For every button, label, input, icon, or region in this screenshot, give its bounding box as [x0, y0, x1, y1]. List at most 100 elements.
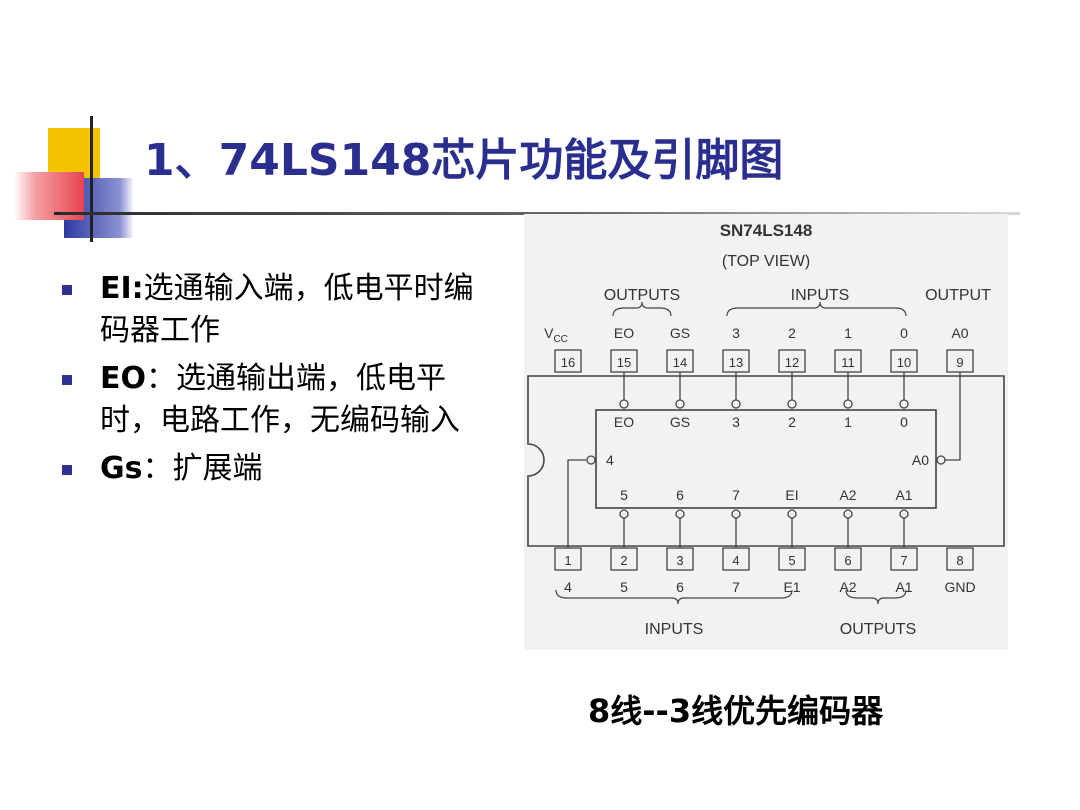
inversion-bubble	[619, 509, 629, 519]
top-pin-number: 16	[561, 355, 575, 370]
bullet-marker	[62, 375, 72, 385]
bottom-pin-number: 4	[732, 553, 739, 568]
bottom-outputs-label: OUTPUTS	[840, 621, 916, 638]
inversion-bubble	[787, 399, 797, 409]
internal-bottom-label: EI	[785, 487, 798, 503]
bottom-pin-number: 6	[844, 553, 851, 568]
inversion-bubble	[675, 399, 685, 409]
vcc-main: V	[544, 325, 554, 341]
bottom-pin-box	[946, 547, 974, 571]
pinout-svg: SN74LS148 (TOP VIEW) OUTPUTS INPUTS OUTP…	[527, 221, 1005, 638]
inversion-bubble	[899, 509, 909, 519]
bottom-pin-label: GND	[944, 579, 975, 595]
internal-bottom-label: 5	[620, 487, 628, 503]
top-outputs-brace	[612, 301, 672, 317]
top-pin-number: 15	[617, 355, 631, 370]
inversion-bubble	[843, 509, 853, 519]
top-pin-number: 14	[673, 355, 687, 370]
inversion-bubble	[619, 399, 629, 409]
internal-bottom-label: A2	[839, 487, 856, 503]
internal-block	[595, 409, 937, 509]
top-pin-label: 1	[844, 325, 852, 341]
bottom-inputs-brace	[555, 589, 793, 605]
bullet-key: EO	[100, 361, 146, 396]
internal-top-label: 0	[900, 414, 908, 430]
top-inputs-brace	[726, 301, 907, 317]
bottom-pin-number: 1	[564, 553, 571, 568]
inversion-bubble	[731, 399, 741, 409]
internal-bottom-label: 6	[676, 487, 684, 503]
internal-top-label: 3	[732, 414, 740, 430]
title-underline	[60, 212, 1020, 215]
internal-left-label: 4	[606, 452, 614, 468]
internal-right-label: A0	[912, 452, 929, 468]
bullet-item-eo: EO：选通输出端，低电平时，电路工作，无编码输入	[62, 358, 502, 442]
inversion-bubble	[936, 455, 946, 465]
bullet-desc: 选通输入端，低电平时编码器工作	[100, 271, 474, 348]
top-pin-label: EO	[614, 325, 634, 341]
chip-body	[527, 375, 1005, 547]
internal-top-label: 1	[844, 414, 852, 430]
bullet-text: EI:选通输入端，低电平时编码器工作	[100, 268, 502, 352]
top-pin-number: 12	[785, 355, 799, 370]
bullet-key: EI:	[100, 271, 144, 306]
bottom-outputs-brace	[845, 589, 907, 605]
internal-bottom-label: A1	[895, 487, 912, 503]
bottom-pin-label: 5	[620, 579, 628, 595]
pinout-diagram: SN74LS148 (TOP VIEW) OUTPUTS INPUTS OUTP…	[524, 214, 1008, 650]
inversion-bubble	[586, 455, 596, 465]
inversion-bubble	[899, 399, 909, 409]
internal-top-label: 2	[788, 414, 796, 430]
top-pin-number: 9	[956, 355, 963, 370]
bullet-desc: ：扩展端	[142, 451, 263, 486]
internal-top-label: EO	[614, 414, 634, 430]
bottom-pin-number: 5	[788, 553, 795, 568]
inversion-bubble	[843, 399, 853, 409]
top-output-label: OUTPUT	[925, 287, 991, 304]
vcc-sub: CC	[553, 334, 567, 345]
top-pin-label: A0	[951, 325, 968, 341]
bullet-desc: ：选通输出端，低电平时，电路工作，无编码输入	[100, 361, 460, 438]
internal-bottom-label: 7	[732, 487, 740, 503]
bullet-marker	[62, 465, 72, 475]
input4-wire	[567, 459, 586, 548]
bottom-pin-label: 4	[564, 579, 572, 595]
top-pin-box	[554, 349, 582, 373]
inversion-bubble	[731, 509, 741, 519]
slide-title: 1、74LS148芯片功能及引脚图	[144, 135, 784, 186]
bullet-item-gs: Gs：扩展端	[62, 448, 502, 490]
bottom-pin-label: A1	[895, 579, 912, 595]
a0-wire	[945, 372, 961, 461]
top-pin-number: 11	[841, 355, 855, 370]
inversion-bubble	[675, 509, 685, 519]
top-pin-label: GS	[670, 325, 690, 341]
bottom-pin-number: 7	[900, 553, 907, 568]
deco-vertical-line	[90, 116, 93, 242]
inversion-bubble	[787, 509, 797, 519]
internal-wiring: EO GS 3 2 1 0 5 6 7 EI A2 A1 4 A0	[567, 372, 961, 548]
top-pin-label: 2	[788, 325, 796, 341]
bottom-pin-number: 2	[620, 553, 627, 568]
top-inputs-label: INPUTS	[791, 287, 850, 304]
chip-name: SN74LS148	[720, 221, 813, 240]
top-pin-number: 13	[729, 355, 743, 370]
vcc-label: VCC	[544, 325, 568, 345]
bottom-inputs-label: INPUTS	[645, 621, 704, 638]
bottom-pin-label: A2	[839, 579, 856, 595]
bullet-marker	[62, 285, 72, 295]
bottom-pin-label: E1	[783, 579, 800, 595]
chip-view: (TOP VIEW)	[722, 253, 810, 270]
top-outputs-label: OUTPUTS	[604, 287, 680, 304]
bottom-pin-label: 7	[732, 579, 740, 595]
diagram-caption: 8线--3线优先编码器	[588, 692, 884, 730]
internal-top-label: GS	[670, 414, 690, 430]
bullet-list: EI:选通输入端，低电平时编码器工作 EO：选通输出端，低电平时，电路工作，无编…	[62, 268, 502, 496]
bullet-text: Gs：扩展端	[100, 448, 502, 490]
bullet-text: EO：选通输出端，低电平时，电路工作，无编码输入	[100, 358, 502, 442]
bottom-pin-number: 3	[676, 553, 683, 568]
top-pin-label: 3	[732, 325, 740, 341]
top-pin-number: 10	[897, 355, 911, 370]
bullet-item-ei: EI:选通输入端，低电平时编码器工作	[62, 268, 502, 352]
